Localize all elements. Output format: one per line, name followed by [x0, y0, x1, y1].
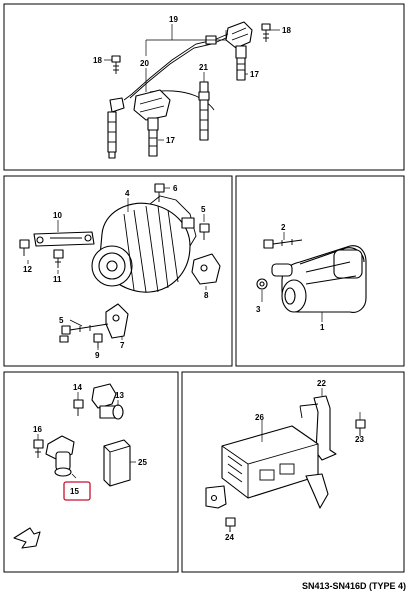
starter-leader-lines [261, 232, 323, 322]
callout-5-lower: 5 [59, 316, 64, 325]
alternator-leader-lines [27, 187, 207, 350]
highlight-box-15 [63, 481, 91, 501]
bolt-12-icon [19, 239, 30, 256]
bolt-9-icon [93, 333, 103, 348]
bracket-8-icon [191, 253, 221, 285]
sensor-leader-lines [37, 392, 136, 479]
bolt-5-lower-icon [61, 323, 109, 335]
front-arrow-icon [13, 527, 41, 549]
callout-22: 22 [317, 379, 326, 388]
bracket-22-icon [299, 395, 337, 461]
sensor-15-icon [45, 435, 75, 477]
callout-5-upper: 5 [201, 205, 206, 214]
nut-5-lower-icon [59, 335, 69, 343]
callout-13: 13 [115, 391, 124, 400]
callout-10: 10 [53, 211, 62, 220]
ecu-26-icon [221, 425, 319, 499]
sensor-parts [13, 383, 131, 549]
callout-17-lower: 17 [166, 136, 175, 145]
alternator-section-frame [3, 175, 233, 367]
bolt-16-icon [33, 439, 44, 458]
starter-parts [256, 239, 367, 313]
bolt-2-icon [263, 239, 303, 249]
callout-25: 25 [138, 458, 147, 467]
bracket-lower-icon [205, 473, 329, 509]
callout-20: 20 [140, 59, 149, 68]
diagram-code-label: SN413-SN416D (TYPE 4) [301, 581, 406, 591]
callout-4: 4 [125, 189, 130, 198]
ignition-coil-upper-icon [225, 21, 253, 81]
module-25-icon [103, 439, 131, 487]
callout-16: 16 [33, 425, 42, 434]
callout-21: 21 [199, 63, 208, 72]
callout-3: 3 [256, 305, 261, 314]
callout-labels: 19 18 18 20 21 17 17 4 6 10 5 12 11 8 5 … [23, 15, 364, 542]
callout-23: 23 [355, 435, 364, 444]
callout-18-left: 18 [93, 56, 102, 65]
section-frames [3, 3, 405, 573]
callout-18-right: 18 [282, 26, 291, 35]
bolt-14-icon [73, 399, 84, 416]
callout-15: 15 [70, 487, 79, 496]
ecu-section-frame [181, 371, 405, 573]
callout-14: 14 [73, 383, 82, 392]
callout-11: 11 [53, 275, 62, 284]
bolt-18-right-icon [261, 23, 271, 42]
bracket-7-icon [105, 303, 129, 339]
callout-26: 26 [255, 413, 264, 422]
bolt-18-left-icon [111, 55, 121, 74]
alternator-4-icon [91, 195, 197, 293]
ignition-parts [107, 21, 271, 159]
ecu-parts [205, 395, 366, 532]
starter-section-frame [235, 175, 405, 367]
ignition-section-frame [3, 3, 405, 171]
bolt-24-icon [225, 517, 236, 532]
callout-8: 8 [204, 291, 209, 300]
callout-24: 24 [225, 533, 234, 542]
washer-3-icon [256, 278, 268, 290]
starter-motor-1-icon [271, 245, 367, 313]
callout-2: 2 [281, 223, 286, 232]
ignition-leader-lines [104, 24, 280, 141]
plug-lead-left-icon [107, 97, 125, 159]
bolt-11-icon [53, 249, 64, 268]
callout-7: 7 [120, 341, 125, 350]
callout-1: 1 [320, 323, 325, 332]
bolt-23-icon [355, 419, 366, 436]
callout-9: 9 [95, 351, 100, 360]
adjusting-arm-10-icon [33, 231, 95, 247]
callout-17-upper: 17 [250, 70, 259, 79]
ecu-leader-lines [229, 388, 361, 532]
ignition-coil-lower-icon [133, 89, 171, 157]
callout-12: 12 [23, 265, 32, 274]
bolt-5-upper-icon [199, 223, 210, 240]
alternator-parts [19, 183, 221, 348]
sensor-section-frame [3, 371, 179, 573]
callout-19: 19 [169, 15, 178, 24]
callout-6: 6 [173, 184, 178, 193]
high-tension-cord-21-icon [198, 81, 210, 141]
